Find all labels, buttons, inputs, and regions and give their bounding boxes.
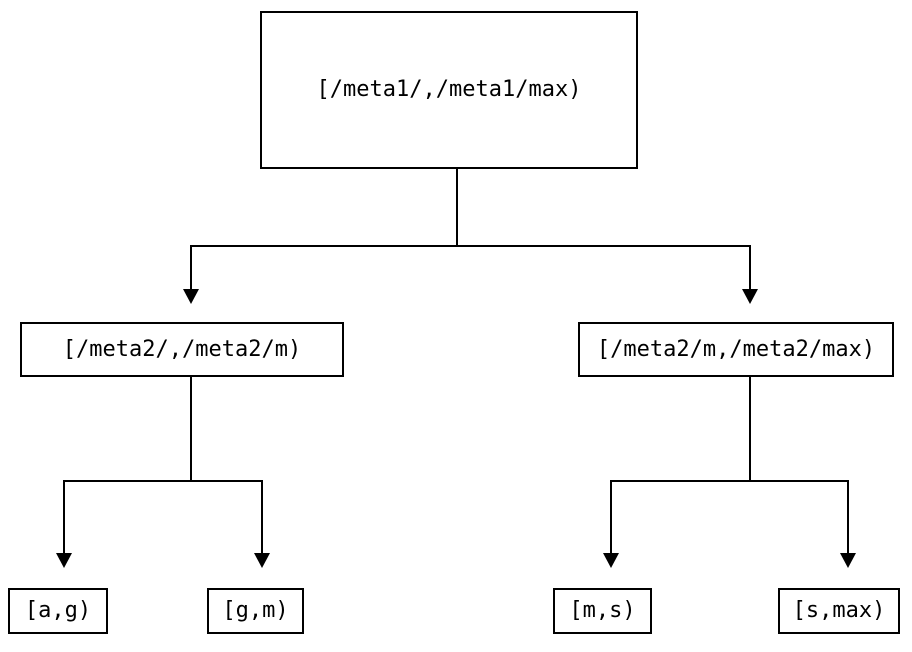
edge-mid-left-stem: [190, 377, 192, 482]
edge-mid-right-bar: [610, 480, 849, 482]
arrowhead-root-to-mid-left: [183, 289, 199, 304]
edge-mid-left-bar: [63, 480, 262, 482]
node-root[interactable]: [/meta1/,/meta1/max): [260, 11, 638, 169]
edge-mid-left-to-leaf1-drop: [63, 480, 65, 554]
edge-mid-right-to-leaf3-drop: [610, 480, 612, 554]
arrowhead-mid-right-to-leaf3: [603, 553, 619, 568]
node-leaf-1[interactable]: [a,g): [8, 588, 108, 634]
node-leaf-4-label: [s,max): [792, 598, 886, 623]
arrowhead-mid-left-to-leaf2: [254, 553, 270, 568]
node-mid-right[interactable]: [/meta2/m,/meta2/max): [578, 322, 894, 377]
arrowhead-mid-right-to-leaf4: [840, 553, 856, 568]
node-leaf-2-label: [g,m): [222, 598, 289, 623]
edge-root-to-mid-left-drop: [190, 245, 192, 290]
edge-mid-right-to-leaf4-drop: [847, 480, 849, 554]
node-leaf-1-label: [a,g): [24, 598, 92, 623]
node-root-label: [/meta1/,/meta1/max): [316, 77, 582, 102]
edge-mid-right-stem: [749, 377, 751, 482]
node-leaf-2[interactable]: [g,m): [207, 588, 304, 634]
node-mid-right-label: [/meta2/m,/meta2/max): [596, 336, 876, 362]
node-leaf-3-label: [m,s): [569, 598, 636, 623]
arrowhead-mid-left-to-leaf1: [56, 553, 72, 568]
node-leaf-3[interactable]: [m,s): [553, 588, 652, 634]
arrowhead-root-to-mid-right: [742, 289, 758, 304]
node-mid-left[interactable]: [/meta2/,/meta2/m): [20, 322, 344, 377]
edge-root-bar: [190, 245, 751, 247]
node-mid-left-label: [/meta2/,/meta2/m): [62, 336, 302, 362]
node-leaf-4[interactable]: [s,max): [778, 588, 900, 634]
edge-root-stem: [456, 169, 458, 247]
edge-mid-left-to-leaf2-drop: [261, 480, 263, 554]
edge-root-to-mid-right-drop: [749, 245, 751, 290]
